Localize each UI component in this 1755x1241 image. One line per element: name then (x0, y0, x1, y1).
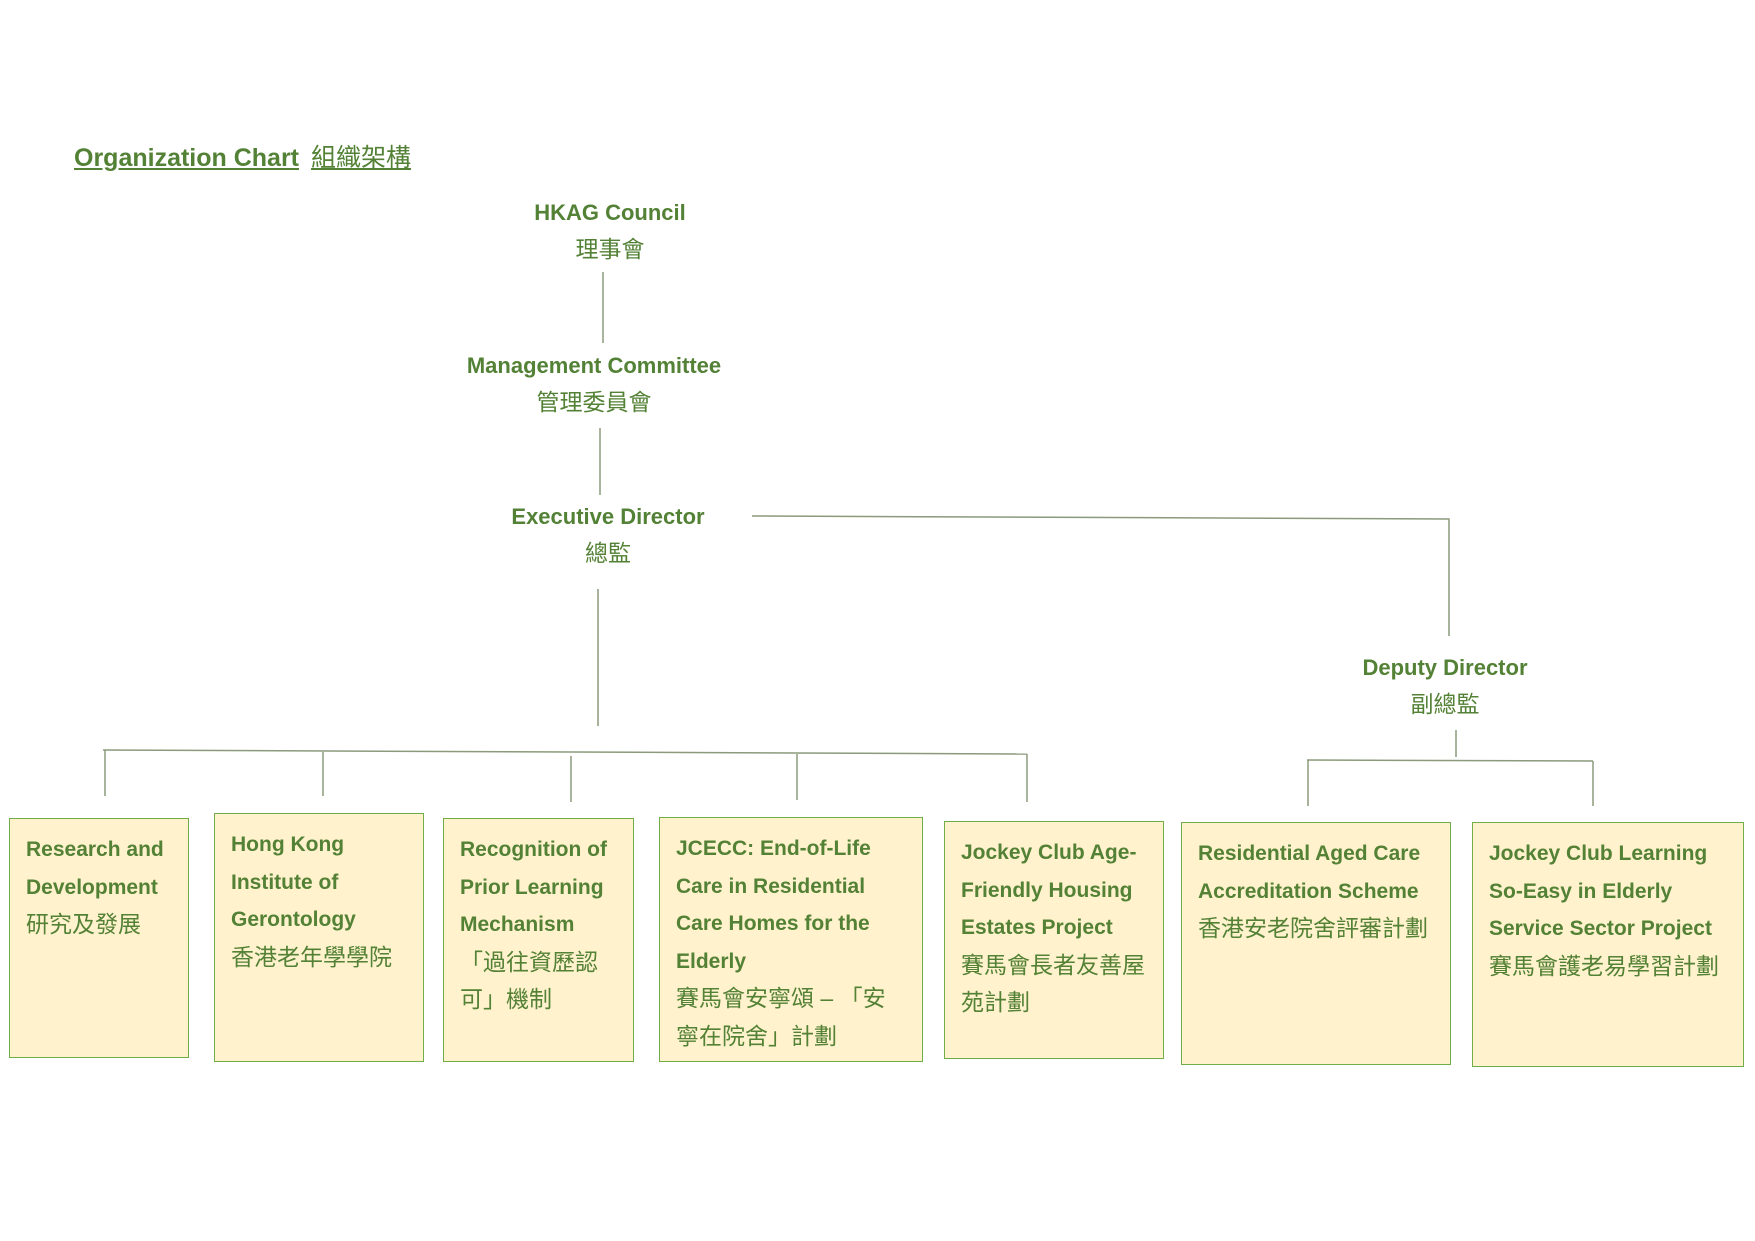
unit-label-en: Residential Aged Care Accreditation Sche… (1198, 842, 1421, 903)
connector-bus-right (1306, 759, 1594, 762)
node-management: Management Committee 管理委員會 (444, 347, 744, 421)
unit-label-zh: 香港安老院舍評審計劃 (1198, 915, 1428, 941)
unit-label-en: Jockey Club Age-Friendly Housing Estates… (961, 841, 1137, 939)
unit-box-hkig: Hong Kong Institute of Gerontology 香港老年學… (214, 813, 424, 1062)
unit-box-rpl: Recognition of Prior Learning Mechanism … (443, 818, 634, 1062)
unit-label-zh: 「過往資歷認可」機制 (460, 948, 598, 1013)
unit-box-jcecc: JCECC: End-of-Life Care in Residential C… (659, 817, 923, 1062)
unit-label-zh: 賽馬會安寧頌 – 「安寧在院舍」計劃 (676, 985, 886, 1049)
connector-executive-deputy (751, 515, 1450, 636)
node-deputy-en: Deputy Director (1362, 655, 1528, 680)
node-deputy-zh: 副總監 (1410, 691, 1480, 717)
page-title-zh: 組織架構 (311, 144, 412, 172)
node-council-zh: 理事會 (575, 236, 645, 262)
unit-label-zh: 賽馬會長者友善屋苑計劃 (961, 951, 1145, 1016)
unit-label-en: Hong Kong Institute of Gerontology (231, 833, 356, 931)
page-title: Organization Chart 組織架構 (74, 138, 411, 174)
node-executive: Executive Director 總監 (488, 498, 728, 572)
node-council: HKAG Council 理事會 (510, 194, 710, 268)
node-council-en: HKAG Council (534, 200, 686, 225)
page-title-en: Organization Chart (74, 144, 300, 172)
unit-label-en: Jockey Club Learning So-Easy in Elderly … (1489, 842, 1712, 940)
unit-label-en: JCECC: End-of-Life Care in Residential C… (676, 837, 871, 973)
node-deputy: Deputy Director 副總監 (1330, 649, 1560, 723)
unit-label-en: Recognition of Prior Learning Mechanism (460, 838, 607, 936)
unit-box-learning-so-easy: Jockey Club Learning So-Easy in Elderly … (1472, 822, 1744, 1067)
unit-box-racas: Residential Aged Care Accreditation Sche… (1181, 822, 1451, 1065)
unit-box-research: Research and Development 研究及發展 (9, 818, 189, 1058)
connector-bus-left (102, 749, 1028, 755)
unit-label-zh: 賽馬會護老易學習計劃 (1489, 952, 1719, 979)
unit-label-zh: 研究及發展 (26, 911, 141, 937)
unit-label-en: Research and Development (26, 838, 164, 899)
node-executive-en: Executive Director (511, 504, 705, 529)
node-management-en: Management Committee (466, 353, 722, 378)
node-executive-zh: 總監 (585, 540, 631, 566)
unit-box-afhe: Jockey Club Age-Friendly Housing Estates… (944, 821, 1164, 1059)
unit-label-zh: 香港老年學學院 (231, 943, 392, 970)
node-management-zh: 管理委員會 (536, 389, 652, 415)
